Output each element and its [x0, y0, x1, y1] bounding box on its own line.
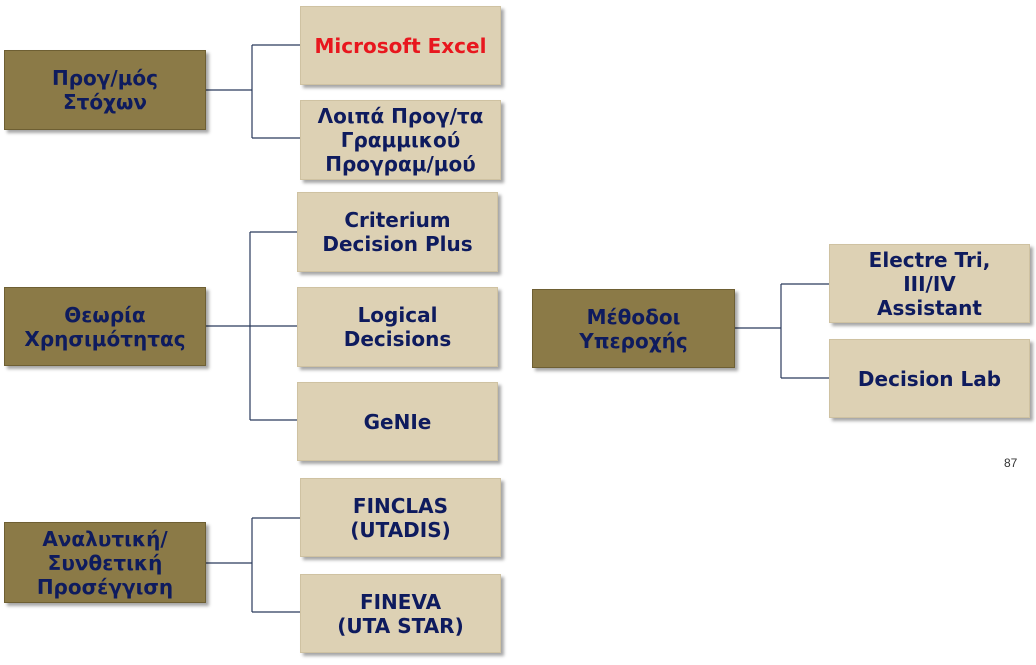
tool-other-lp-software: Λοιπά Προγ/τα Γραμμικού Προγραμ/μού [300, 100, 501, 180]
tool-logical-decisions: Logical Decisions [297, 287, 498, 367]
category-utility-theory: Θεωρία Χρησιμότητας [4, 287, 206, 366]
page-number: 87 [1004, 456, 1018, 470]
tool-genie: GeNIe [297, 382, 498, 461]
tool-fineva: FINEVA (UTA STAR) [300, 574, 501, 653]
category-goal-programming: Προγ/μός Στόχων [4, 50, 206, 130]
category-analytic-synthetic-approach: Αναλυτική/ Συνθετική Προσέγγιση [4, 522, 206, 603]
tool-electre-assistant: Electre Tri, III/IV Assistant [829, 244, 1030, 323]
tool-finclas: FINCLAS (UTADIS) [300, 478, 501, 557]
tool-decision-lab: Decision Lab [829, 339, 1030, 418]
tool-microsoft-excel: Microsoft Excel [300, 6, 501, 85]
category-outranking-methods: Μέθοδοι Υπεροχής [532, 289, 735, 368]
tool-criterium-decision-plus: Criterium Decision Plus [297, 192, 498, 272]
